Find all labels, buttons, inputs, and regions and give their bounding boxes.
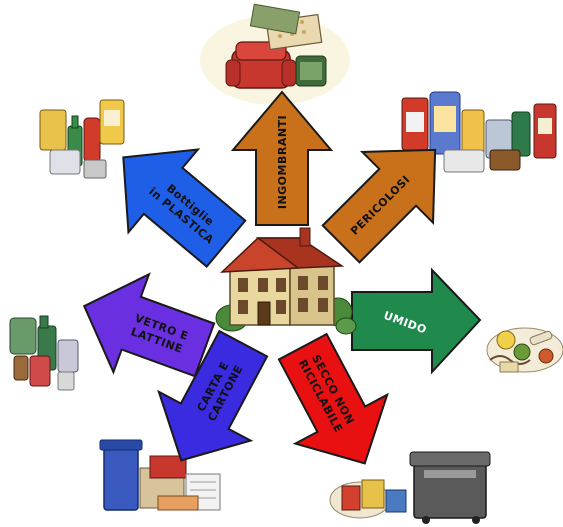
arrow-shape [230,90,334,226]
hazardous-bottles-icon [401,91,557,173]
arrow-shape [82,272,216,378]
furniture-icon [200,3,350,105]
glass-cans-icon [9,315,79,391]
organic-waste-icon [486,327,563,373]
arrow-shape [157,329,269,462]
dumpster-icon [329,451,491,524]
paper-bin-icon [99,439,221,511]
house-icon [215,227,357,335]
arrow-label: INGOMBRANTI [276,115,289,209]
arrow-vetro: VETRO E LATTINE [82,272,216,378]
arrow-shape [321,148,437,264]
arrow-umido: UMIDO [351,267,482,375]
arrow-shape [277,332,389,465]
arrow-shape [122,148,247,268]
plastic-bottles-icon [39,99,125,179]
arrow-shape [351,267,482,375]
arrow-ingombranti: INGOMBRANTI [230,90,334,226]
